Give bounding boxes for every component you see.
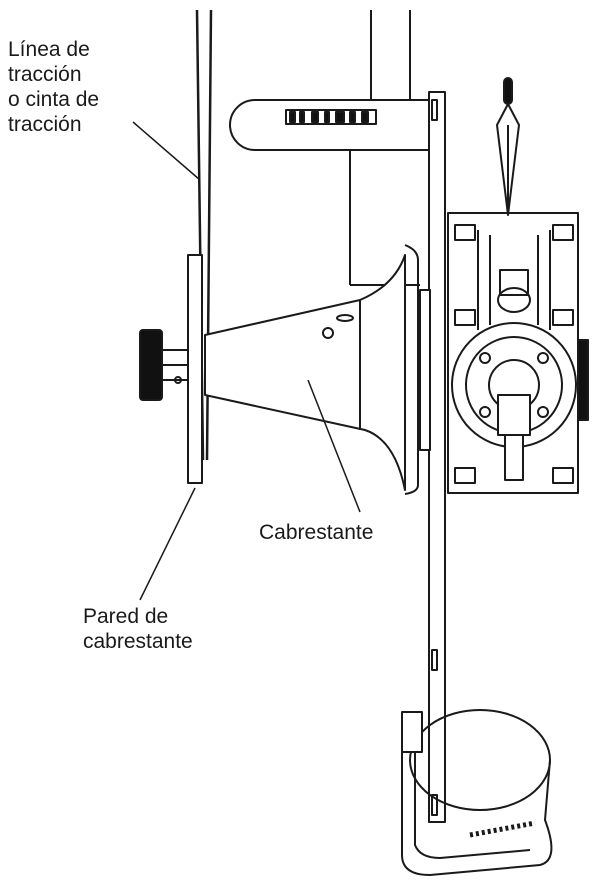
gearbox bbox=[447, 212, 589, 494]
handle bbox=[229, 99, 431, 151]
main-vertical-plate bbox=[419, 91, 446, 823]
traction-line-label: Línea de tracción o cinta de tracción bbox=[8, 38, 100, 136]
leader-lines bbox=[132, 121, 361, 601]
capstan-label: Cabrestante bbox=[259, 521, 374, 544]
knob bbox=[139, 329, 189, 401]
capstan-wall-label: Pared de cabrestante bbox=[83, 605, 193, 653]
upper-frame bbox=[349, 10, 420, 286]
capstan-wall-plate bbox=[187, 254, 203, 484]
top-hook bbox=[496, 77, 520, 216]
capstan-drum bbox=[204, 244, 419, 495]
bottom-strap bbox=[401, 709, 553, 876]
